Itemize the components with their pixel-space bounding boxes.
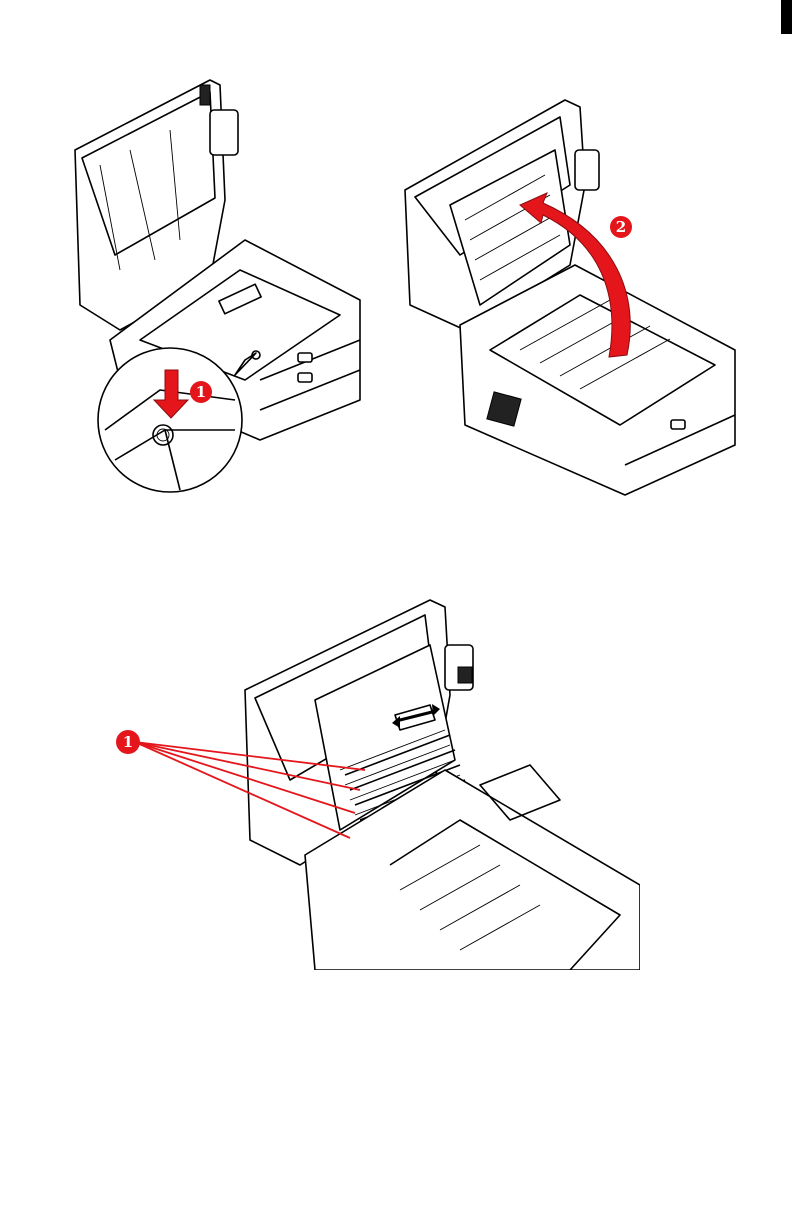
callout-badge-1-step1-number: 1 [196,383,206,401]
page-edge-tab [781,0,792,34]
illustration-image-drums-callout: 1 [100,595,640,970]
illustration-press-release-button: 1 [60,70,370,500]
callout-badge-2-step2-number: 2 [616,218,626,236]
callout-badge-1-drums-number: 1 [123,733,133,751]
illustration-open-top-cover: 2 [395,95,740,510]
